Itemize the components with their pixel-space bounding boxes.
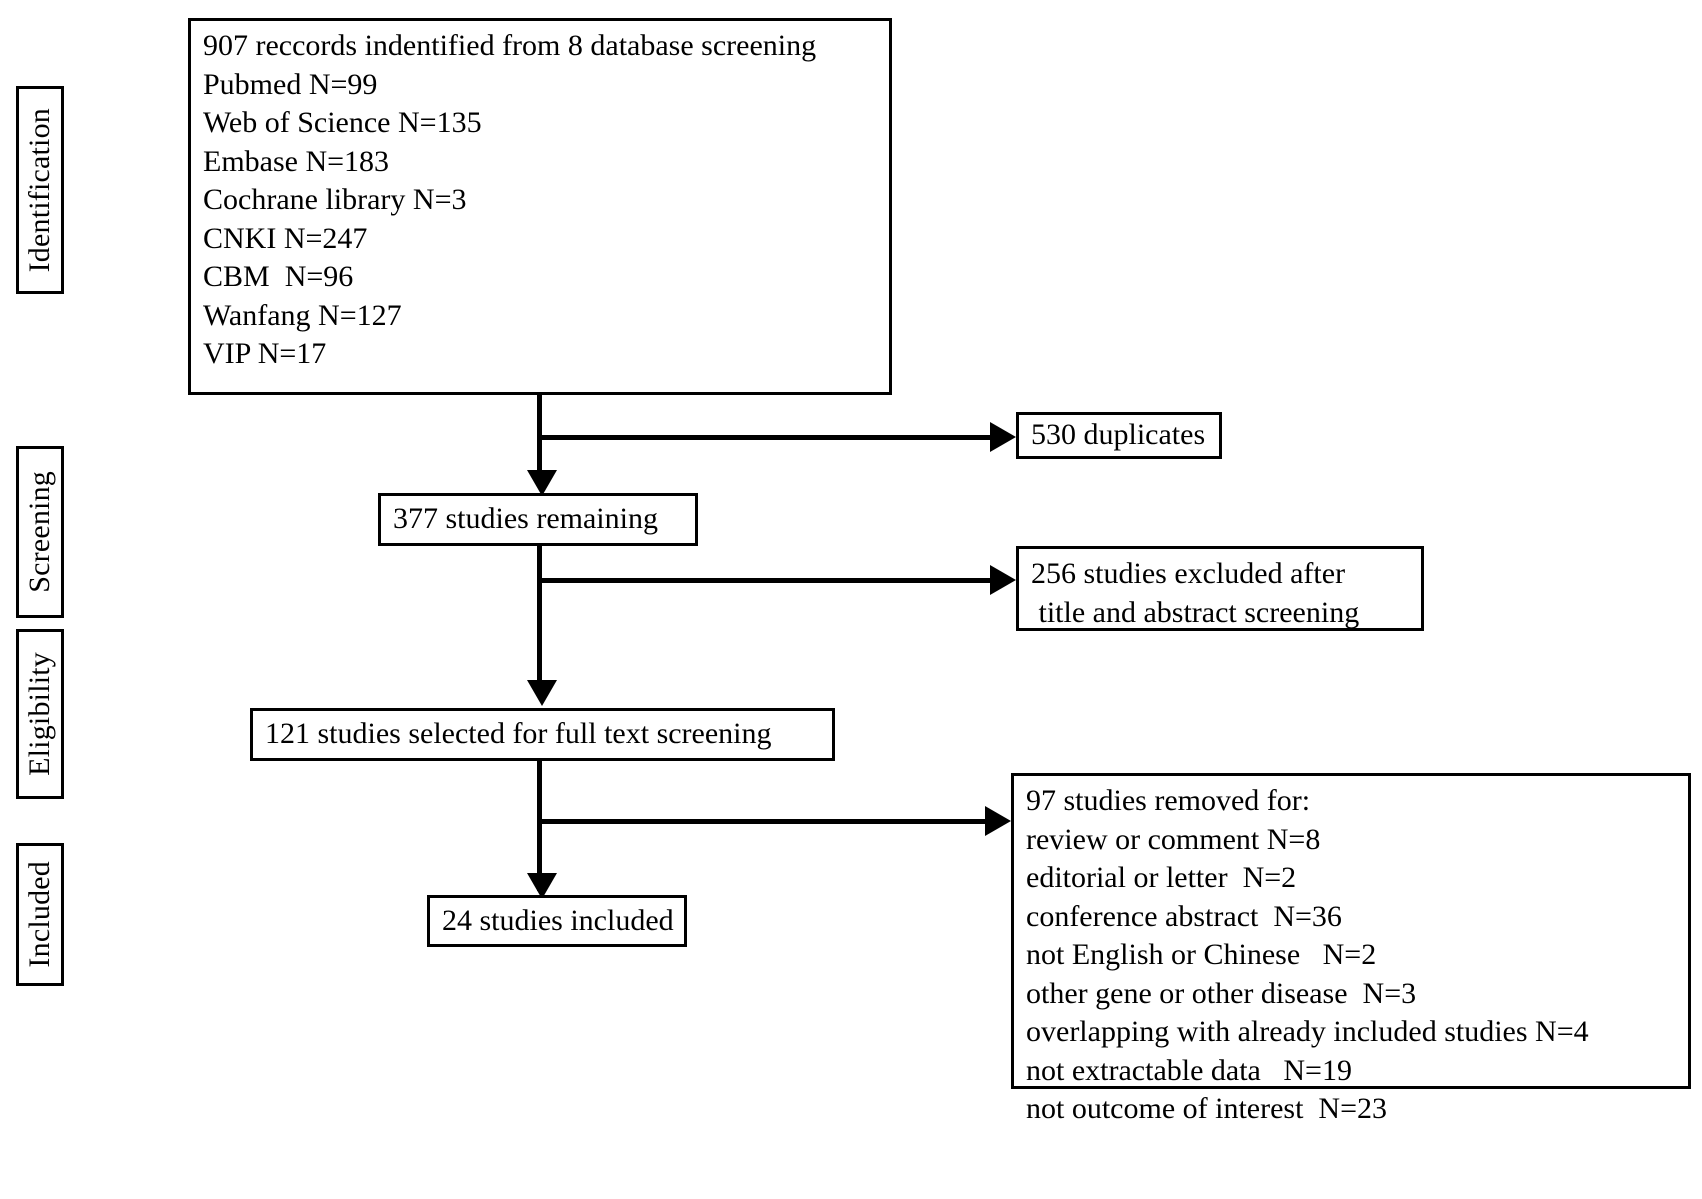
box-removed-full-text-line-4: conference abstract N=36 bbox=[1026, 899, 1342, 933]
box-removed-full-text-line-3: editorial or letter N=2 bbox=[1026, 861, 1297, 895]
arrow-branch-excluded-screening bbox=[990, 565, 1016, 595]
box-identification-line-4: Embase N=183 bbox=[203, 144, 390, 178]
box-identification-line-8: Wanfang N=127 bbox=[203, 298, 402, 332]
box-full-text-screening-line-1: 121 studies selected for full text scree… bbox=[265, 717, 772, 751]
connector-full-text-to-included bbox=[537, 761, 542, 891]
stage-label-screening-text: Screening bbox=[23, 471, 56, 593]
box-studies-remaining: 377 studies remaining bbox=[378, 493, 698, 546]
stage-label-identification: Identification bbox=[16, 86, 64, 294]
box-studies-remaining-line-1: 377 studies remaining bbox=[393, 502, 658, 536]
box-removed-full-text: 97 studies removed for: review or commen… bbox=[1011, 773, 1691, 1125]
connector-branch-removed-full-text bbox=[537, 819, 987, 824]
box-identification-line-1: 907 reccords indentified from 8 database… bbox=[203, 29, 817, 62]
arrow-branch-duplicates bbox=[990, 422, 1016, 452]
stage-label-included: Included bbox=[16, 843, 64, 986]
stage-label-eligibility-text: Eligibility bbox=[23, 652, 56, 776]
arrow-branch-removed-full-text bbox=[985, 806, 1011, 836]
box-identification-line-3: Web of Science N=135 bbox=[203, 106, 482, 140]
box-identification-line-6: CNKI N=247 bbox=[203, 221, 368, 255]
box-studies-included: 24 studies included bbox=[427, 895, 687, 947]
box-full-text-screening: 121 studies selected for full text scree… bbox=[250, 708, 835, 761]
connector-branch-excluded-screening bbox=[537, 578, 992, 583]
box-excluded-title-abstract-line-2: title and abstract screening bbox=[1031, 595, 1360, 629]
stage-label-identification-text: Identification bbox=[23, 107, 56, 273]
box-removed-full-text-line-7: overlapping with already included studie… bbox=[1026, 1015, 1589, 1049]
box-excluded-title-abstract: 256 studies excluded after title and abs… bbox=[1016, 546, 1424, 631]
box-removed-full-text-line-9: not outcome of interest N=23 bbox=[1026, 1092, 1388, 1126]
connector-branch-duplicates bbox=[537, 435, 992, 440]
box-excluded-title-abstract-line-1: 256 studies excluded after bbox=[1031, 557, 1346, 590]
stage-label-screening: Screening bbox=[16, 446, 64, 618]
box-studies-included-line-1: 24 studies included bbox=[442, 903, 674, 937]
box-identification-line-2: Pubmed N=99 bbox=[203, 67, 378, 101]
box-identification-line-5: Cochrane library N=3 bbox=[203, 183, 467, 217]
box-duplicates: 530 duplicates bbox=[1016, 412, 1222, 459]
box-removed-full-text-line-6: other gene or other disease N=3 bbox=[1026, 976, 1417, 1010]
box-removed-full-text-line-1: 97 studies removed for: bbox=[1026, 784, 1311, 817]
box-removed-full-text-line-8: not extractable data N=19 bbox=[1026, 1053, 1352, 1087]
arrow-full-text-to-included bbox=[527, 873, 557, 899]
connector-remaining-to-full-text bbox=[537, 546, 542, 688]
box-identification-line-7: CBM N=96 bbox=[203, 260, 354, 294]
box-removed-full-text-line-2: review or comment N=8 bbox=[1026, 822, 1321, 856]
box-removed-full-text-line-5: not English or Chinese N=2 bbox=[1026, 938, 1377, 972]
connector-identification-to-remaining bbox=[537, 395, 542, 485]
box-identification: 907 reccords indentified from 8 database… bbox=[188, 18, 892, 395]
arrow-identification-to-remaining bbox=[527, 470, 557, 496]
arrow-remaining-to-full-text bbox=[527, 680, 557, 706]
stage-label-eligibility: Eligibility bbox=[16, 629, 64, 799]
stage-label-included-text: Included bbox=[23, 861, 56, 968]
box-duplicates-line-1: 530 duplicates bbox=[1031, 418, 1206, 452]
box-identification-line-9: VIP N=17 bbox=[203, 337, 327, 371]
